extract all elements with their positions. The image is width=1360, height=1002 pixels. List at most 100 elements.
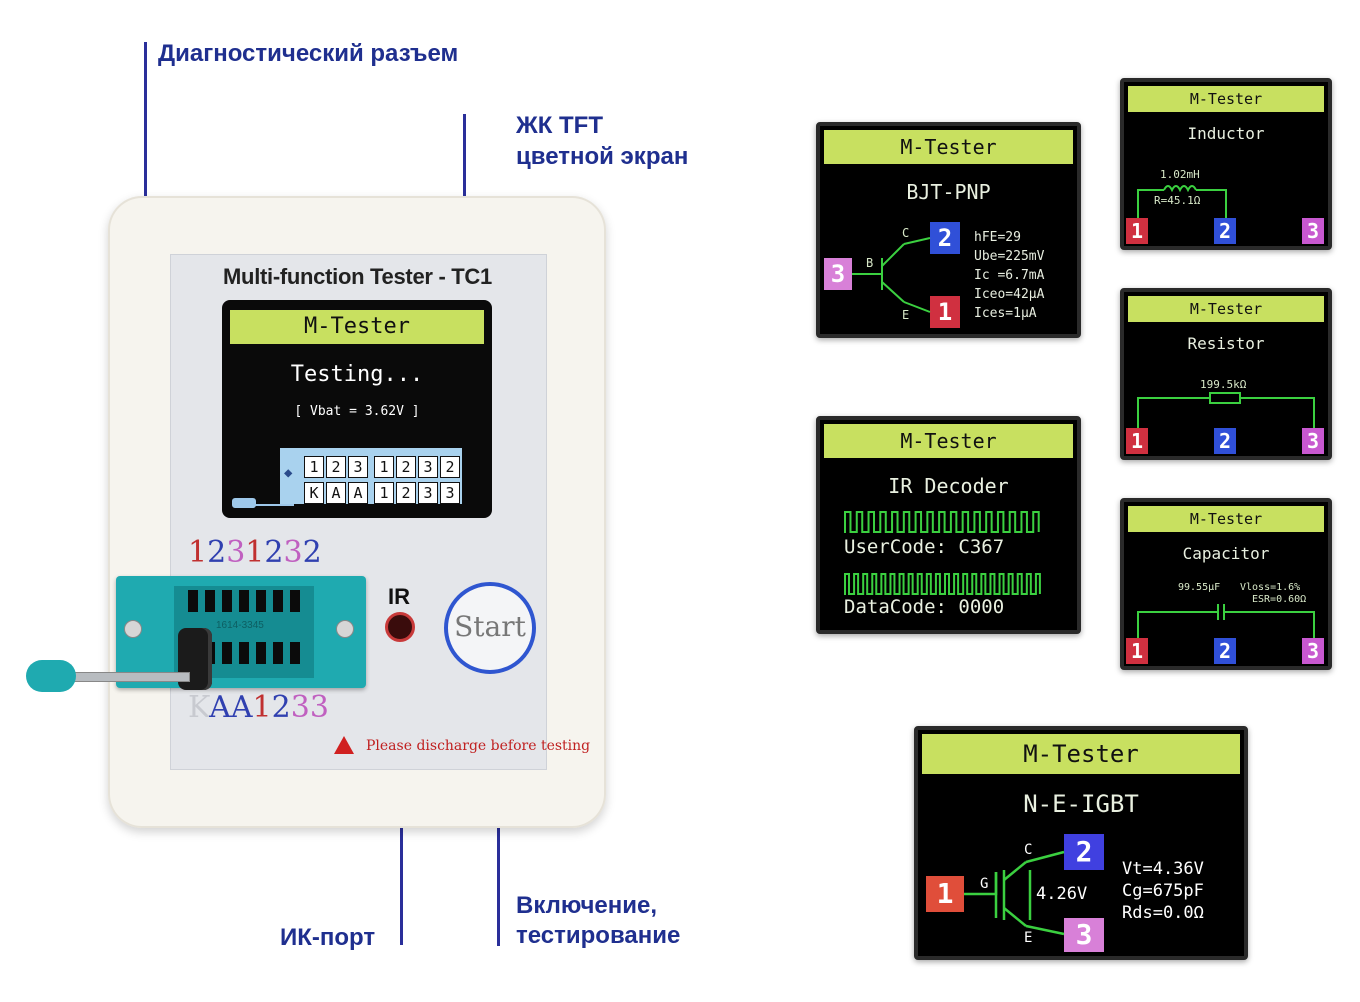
ir-pulse-train [844, 511, 1040, 533]
igbt-pin-c: 2 [1064, 834, 1104, 870]
capacitor-symbol [1137, 604, 1315, 642]
resistor-title: Resistor [1187, 334, 1265, 353]
inductor-value: 1.02mH [1160, 168, 1200, 181]
start-callout-line1: Включение, [516, 892, 658, 919]
socket-screw-right [336, 620, 354, 638]
pin-label: 3 [290, 690, 310, 725]
inductor-resistance: R=45.1Ω [1154, 194, 1201, 207]
lcd-pin-cell: 2 [396, 482, 416, 504]
warning-text: Please discharge before testing [366, 738, 591, 754]
start-callout-line2: тестирование [516, 922, 681, 949]
lcd-pin-cell: 3 [348, 456, 368, 478]
socket-lever-handle[interactable] [26, 660, 76, 692]
pin-label: A [230, 690, 253, 725]
ir-port-callout: ИК-порт [280, 924, 376, 951]
socket-screw-left [124, 620, 142, 638]
pin-label: A [209, 690, 231, 725]
lcd-pin-cell: 3 [440, 482, 460, 504]
resistor-header: M-Tester [1128, 296, 1324, 322]
pin-label: 2 [207, 535, 227, 570]
pin-labels-top: 1231232 [188, 535, 322, 570]
pin-box-3: 3 [1302, 428, 1324, 454]
ir-pulse-train [844, 573, 1041, 595]
start-button-label: Start [454, 610, 526, 643]
lcd-pin-cell: K [304, 482, 324, 504]
screen-ir-decoder: M-Tester IR Decoder UserCode: C367 DataC… [816, 416, 1081, 634]
param-line: Vt=4.36V [1122, 859, 1204, 879]
lcd-vbat: [ Vbat = 3.62V ] [294, 404, 420, 419]
igbt-title: N-E-IGBT [1023, 790, 1139, 818]
socket-slot [273, 590, 283, 612]
igbt-pin-g: 1 [926, 876, 964, 912]
socket-lever-arm[interactable] [56, 672, 190, 682]
pin-box-3: 3 [1302, 218, 1324, 244]
capacitor-value: 99.55μF [1178, 582, 1221, 593]
resistor-value: 199.5kΩ [1200, 378, 1247, 391]
socket-label: 1614-3345 [216, 620, 264, 631]
pin-label: 1 [245, 535, 265, 570]
capacitor-esr: ESR=0.60Ω [1252, 594, 1307, 605]
lcd-header: M-Tester [230, 310, 484, 344]
param-line: Rds=0.0Ω [1122, 903, 1204, 923]
ir-data-code: DataCode: 0000 [844, 596, 1005, 618]
socket-slot [239, 642, 249, 664]
param-line: Ube=225mV [974, 249, 1045, 264]
zif-socket[interactable]: 1614-3345 [116, 576, 366, 688]
tft-callout-line2: цветной экран [516, 143, 689, 170]
lcd-pin-cell: 2 [396, 456, 416, 478]
socket-slot [188, 590, 198, 612]
param-line: Cg=675pF [1122, 881, 1204, 901]
pin-box-3: 3 [1302, 638, 1324, 664]
pin-box-2: 2 [1214, 218, 1236, 244]
lcd-pin-cell: 1 [304, 456, 324, 478]
tft-callout-line1: ЖК TFT [516, 112, 603, 139]
ir-waveform-data [844, 573, 1041, 595]
pin-label: 3 [226, 535, 246, 570]
warning-icon [334, 736, 354, 754]
param-line: hFE=29 [974, 230, 1021, 245]
pin-labels-bottom: KAA1233 [188, 690, 329, 725]
ir-title: IR Decoder [888, 474, 1009, 498]
socket-slot [290, 642, 300, 664]
pin-label: 2 [302, 535, 322, 570]
lcd-pin-cell: 1 [374, 456, 394, 478]
bjt-pin-c: 2 [930, 222, 960, 254]
lcd-pin-cell: A [348, 482, 368, 504]
ir-user-code: UserCode: C367 [844, 536, 1005, 558]
socket-slot [222, 642, 232, 664]
socket-slot [273, 642, 283, 664]
param-line: Ices=1μA [974, 306, 1037, 321]
lcd-progress-bar [232, 498, 256, 508]
ir-sensor [385, 612, 415, 642]
socket-slot [290, 590, 300, 612]
lcd-pin-cell: 2 [440, 456, 460, 478]
diag-port-callout: Диагностический разъем [158, 40, 459, 67]
ir-header: M-Tester [824, 424, 1073, 458]
socket-slot [256, 642, 266, 664]
igbt-header: M-Tester [922, 734, 1240, 774]
start-button[interactable]: Start [444, 582, 536, 674]
resistor-symbol [1137, 392, 1315, 432]
screen-capacitor: M-Tester Capacitor 99.55μF Vloss=1.6% ES… [1120, 498, 1332, 670]
socket-slot [256, 590, 266, 612]
screen-igbt: M-Tester N-E-IGBT 1 2 3 G C E 4.26V Vt=4… [914, 726, 1248, 960]
igbt-label-g: G [980, 876, 989, 892]
lcd-pin-cell: A [326, 482, 346, 504]
ir-waveform-user [844, 511, 1040, 533]
pin-label: 2 [271, 690, 291, 725]
pin-box-1: 1 [1126, 218, 1148, 244]
bjt-label-e: E [902, 308, 910, 322]
bjt-label-c: C [902, 226, 910, 240]
bjt-pin-e: 1 [930, 296, 960, 328]
device-lcd: M-Tester Testing... [ Vbat = 3.62V ] ◆ ◆… [222, 300, 492, 518]
pin-label: 1 [252, 690, 272, 725]
socket-slot [222, 590, 232, 612]
bjt-pin-b: 3 [824, 258, 852, 290]
capacitor-header: M-Tester [1128, 506, 1324, 532]
bjt-header: M-Tester [824, 130, 1073, 164]
